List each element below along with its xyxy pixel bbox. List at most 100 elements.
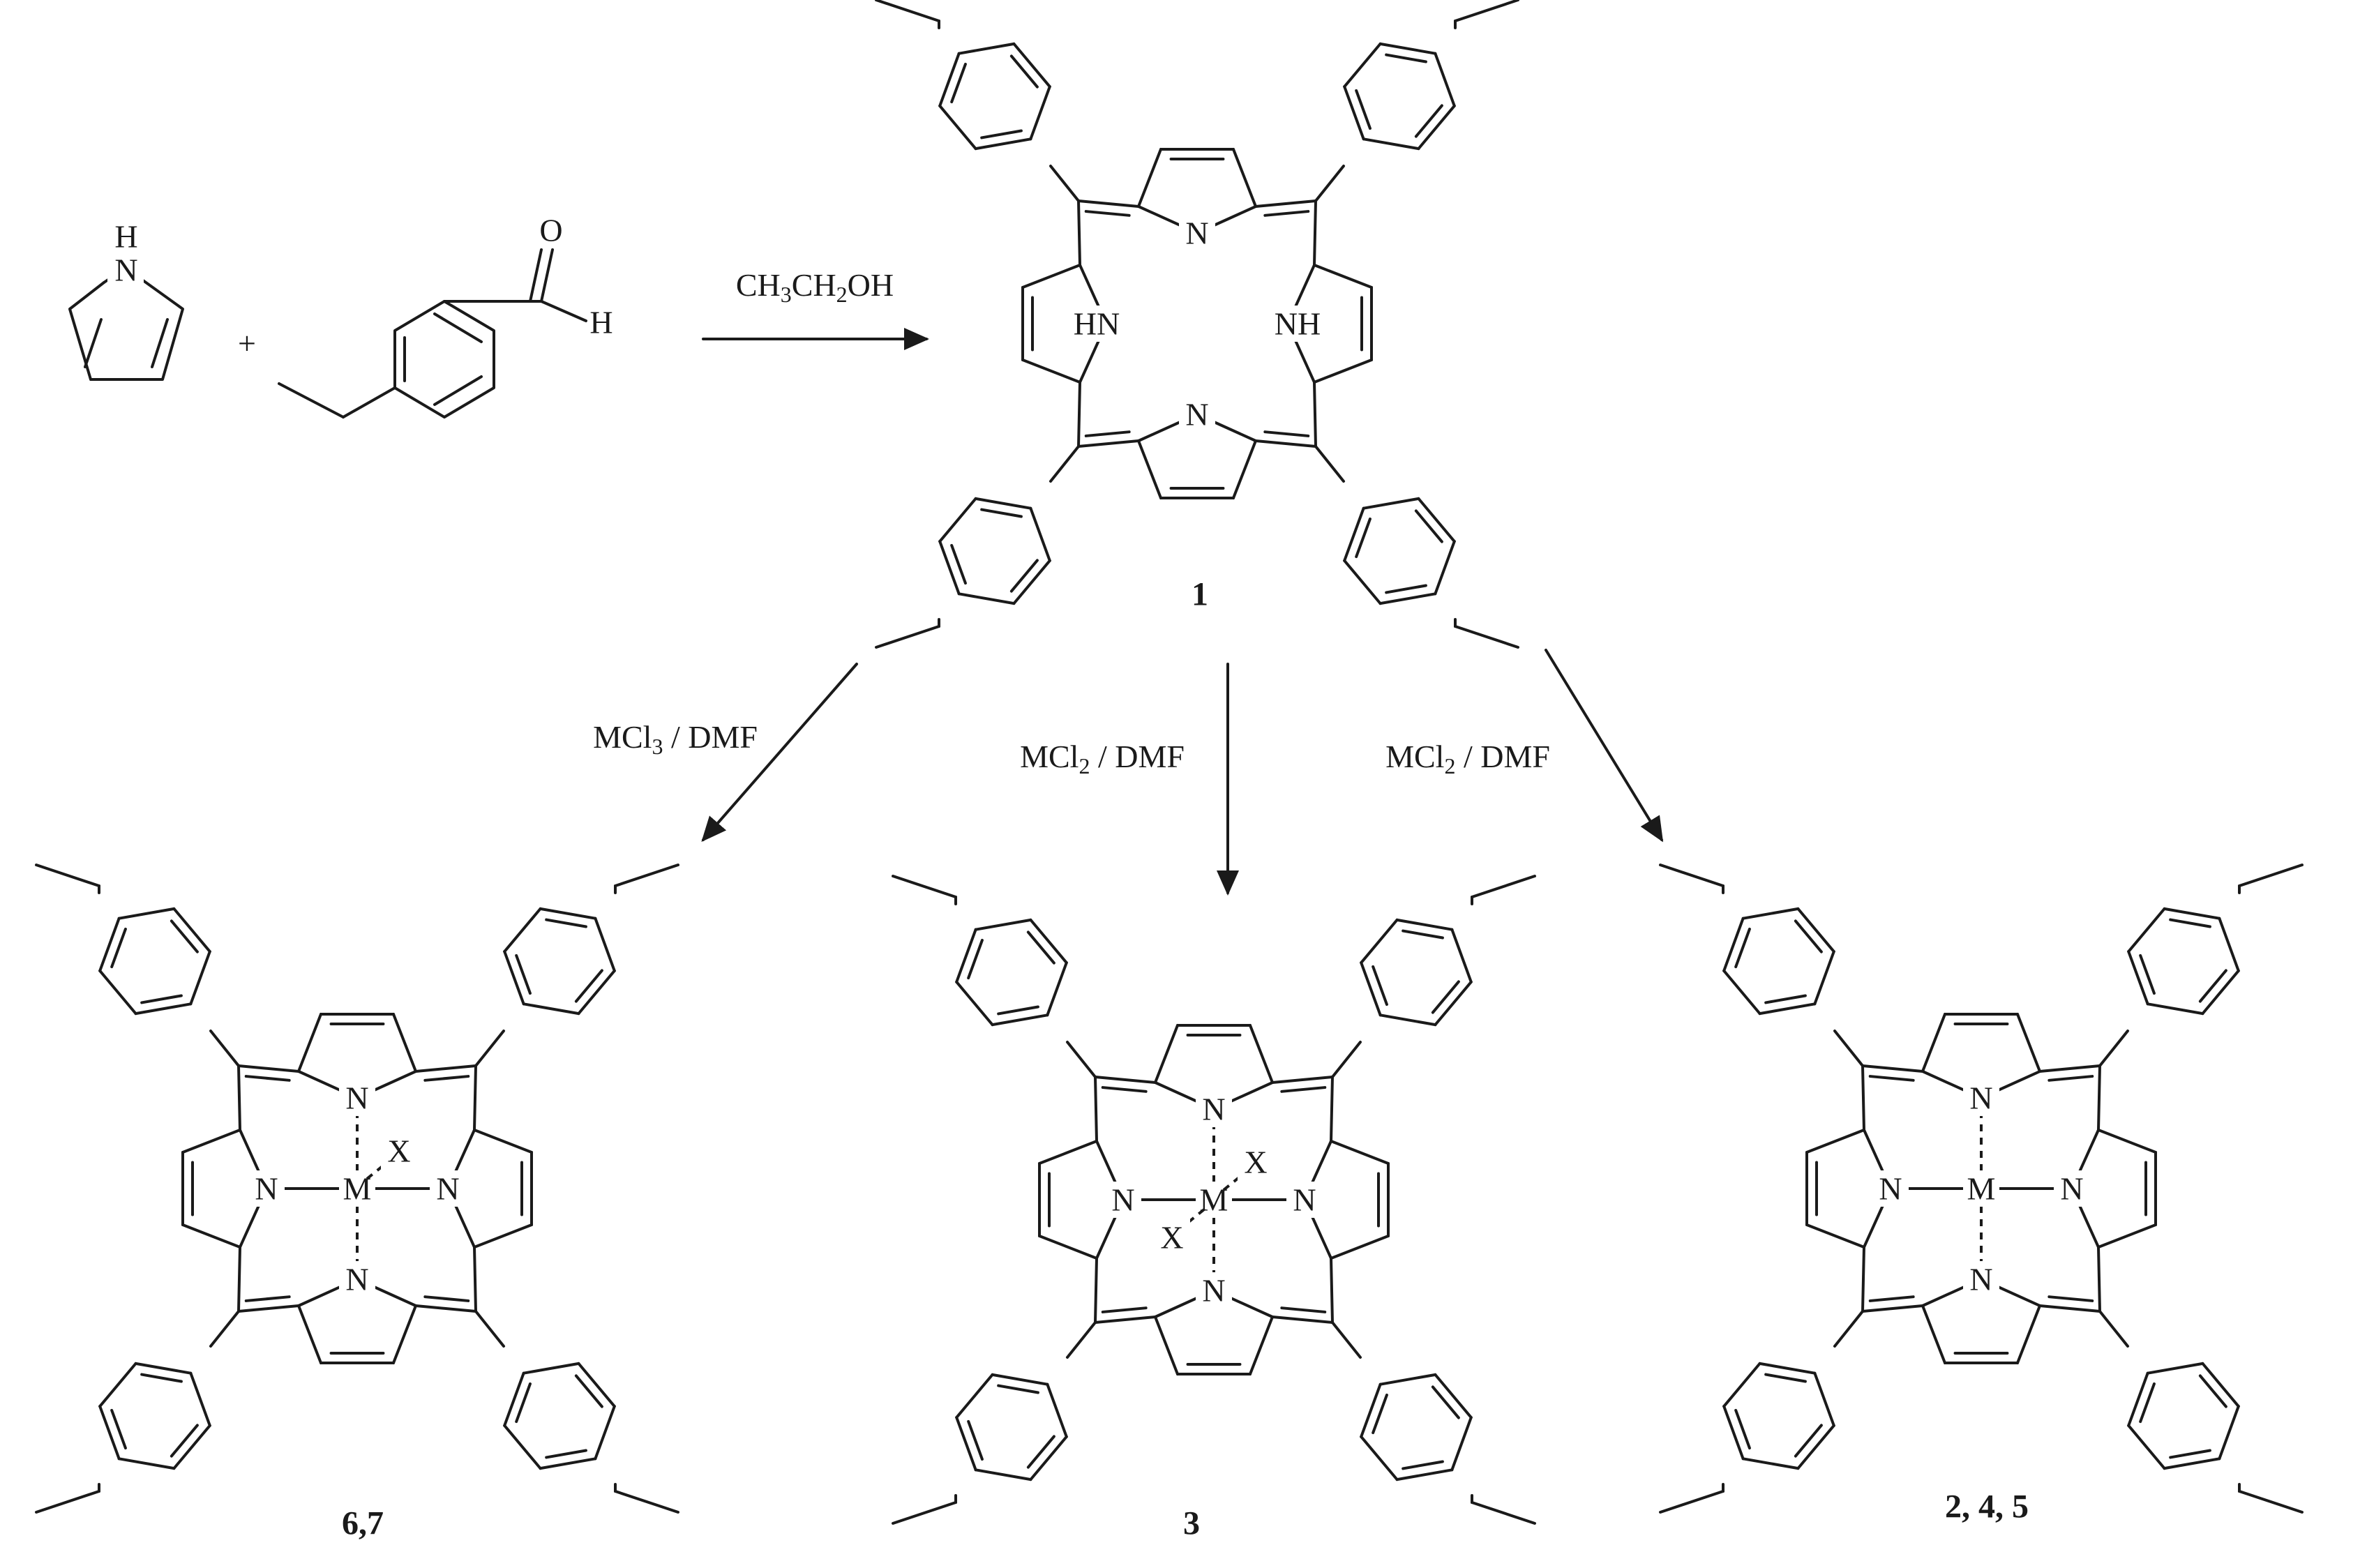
phenyl-bond <box>1758 1362 1817 1375</box>
condition-left: MCl3 / DMF <box>593 719 758 760</box>
aryl-link <box>1066 1321 1097 1359</box>
meso-bond <box>237 1064 241 1131</box>
phenyl-bond <box>172 907 211 953</box>
meso-bond <box>2038 1304 2101 1313</box>
phenyl-bond <box>1378 42 1437 55</box>
ethylbenzaldehyde-structure: O H <box>278 213 613 419</box>
aryl-link <box>1049 165 1080 202</box>
phenyl-bond <box>1046 1382 1068 1438</box>
phenyl-bond <box>539 1457 597 1470</box>
nitrogen-label-mask <box>1179 396 1215 432</box>
nitrogen-label: N <box>1185 397 1208 432</box>
phenyl-bond <box>2146 1002 2204 1016</box>
aryl-link <box>1314 165 1345 202</box>
meso-bond <box>1313 199 1317 266</box>
phenyl-bond-inner <box>1734 1408 1751 1450</box>
phenyl-bond <box>2163 1457 2221 1470</box>
phenyl-bond <box>1012 42 1051 89</box>
pyrrole-bond <box>1021 359 1081 384</box>
phenyl-bond <box>974 918 1032 931</box>
phenyl-bond <box>1029 918 1068 965</box>
phenyl-bond <box>938 52 961 107</box>
plus-sign: + <box>238 326 256 361</box>
phenyl-bond <box>1813 1371 1835 1427</box>
phenyl-bond <box>955 980 994 1027</box>
metal-label: M <box>343 1171 372 1207</box>
meso-bond-inner <box>423 1075 470 1082</box>
aldehyde-o-label: O <box>539 213 562 248</box>
nitrogen-label: N <box>1293 1182 1316 1218</box>
metal-label: M <box>1200 1182 1228 1218</box>
phenyl-bond <box>1758 1002 1817 1016</box>
m-x-coord <box>1180 1208 1205 1229</box>
phenyl-bond <box>938 540 961 596</box>
nitrogen-label: N <box>345 1080 368 1116</box>
nitrogen-label-mask <box>1196 1091 1232 1127</box>
pyrrole-bond <box>1805 1223 1865 1249</box>
ethyl-bond <box>1659 1490 1724 1514</box>
phenyl-bond <box>117 1457 176 1470</box>
pyrrole-bond <box>1154 1024 1179 1084</box>
nh-label: NH <box>1275 306 1321 342</box>
phenyl-bond <box>577 969 616 1016</box>
phenyl-bond <box>1722 1362 1761 1408</box>
meso-bond <box>1271 1316 1334 1324</box>
phenyl-bond-inner <box>515 1382 532 1424</box>
pyrrole-bond <box>1232 148 1257 208</box>
aryl-link <box>209 1030 240 1067</box>
aryl-link <box>474 1310 505 1348</box>
phenyl-bond-inner <box>515 953 532 995</box>
meso-bond <box>237 1304 300 1313</box>
phenyl-bond <box>1343 42 1382 89</box>
pyrrole-bond <box>1249 1024 1274 1084</box>
nitrogen-label-mask <box>1963 1261 1999 1297</box>
meso-bond-inner <box>1084 430 1131 437</box>
phenyl-bond-inner <box>1734 927 1751 969</box>
meso-bond <box>2097 1064 2101 1131</box>
phenyl-bond <box>503 907 542 953</box>
phenyl-bond <box>594 917 616 972</box>
phenyl-bond-inner <box>1355 517 1372 559</box>
phenyl-bond-inner <box>1794 919 1823 953</box>
phenyl-bond <box>1722 917 1745 972</box>
aryl-link <box>1066 1041 1097 1078</box>
phenyl-bond-inner <box>2139 953 2156 995</box>
meso-bond <box>1077 199 1140 208</box>
phenyl-bond <box>2127 950 2149 1006</box>
pyrrole-bond <box>2097 1129 2157 1154</box>
meso-bond <box>237 1246 241 1313</box>
pyrrole-bond <box>2016 1013 2041 1073</box>
metal-label-mask <box>1963 1170 1999 1207</box>
ethyl-bond <box>892 1501 957 1525</box>
pyrrole-bond <box>1137 148 1162 208</box>
meso-bond-inner <box>244 1075 291 1082</box>
meso-bond <box>1861 1064 1865 1131</box>
ethyl-bond <box>1659 864 1724 887</box>
phenyl-bond-inner <box>1372 1393 1388 1435</box>
aryl-link <box>209 1310 240 1348</box>
phenyl-bond-inner <box>1385 584 1427 594</box>
phenyl-bond-inner <box>1026 930 1055 965</box>
phenyl-bond-inner <box>574 1374 603 1408</box>
meso-bond-inner <box>244 1295 291 1302</box>
pyrrole-bond <box>1921 1304 1946 1364</box>
nitrogen-label: N <box>1185 216 1208 251</box>
phenyl-bond <box>1378 1373 1437 1386</box>
m-x-coord <box>366 1159 391 1180</box>
pyrrole-bond <box>1137 439 1162 499</box>
condition-middle: MCl2 / DMF <box>1020 739 1185 779</box>
phenyl-bond-inner <box>2139 1382 2156 1424</box>
phenyl-bond <box>974 497 1032 510</box>
phenyl-bond <box>1395 1468 1454 1482</box>
phenyl-bond <box>1796 1424 1835 1470</box>
phenyl-bond <box>2201 1362 2240 1408</box>
pyrrole-h-label: H <box>114 219 137 255</box>
pyrrole-n-label: N <box>114 252 137 288</box>
phenyl-bond <box>1813 950 1835 1006</box>
meso-bond-inner <box>2047 1075 2094 1082</box>
phenyl-bond <box>1741 1457 1800 1470</box>
ethyl-bond <box>1471 875 1536 898</box>
